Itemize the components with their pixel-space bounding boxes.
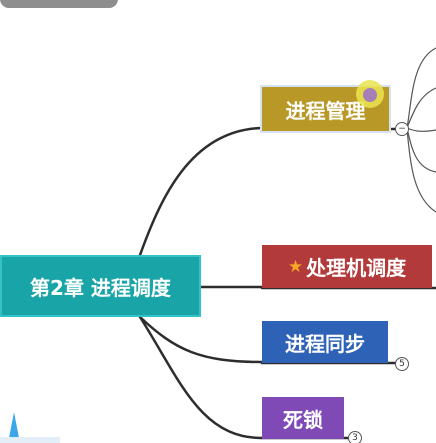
root-node[interactable]: 第2章 进程调度 [0,255,201,317]
subbranch-line-5 [406,127,436,213]
connector-to-sisuo [138,315,264,440]
subbranch-line-2 [406,87,436,129]
cursor-dot-icon [363,88,377,102]
branch-node-sisuo[interactable]: 死锁 [262,397,344,439]
horizontal-scrollbar[interactable] [0,437,60,443]
subbranch-line-4 [406,127,436,173]
branch-label: 死锁 [283,407,323,432]
subbranch-line-1 [406,47,436,129]
connector-to-tongbu [138,315,264,364]
branch-node-tongbu[interactable]: 进程同步 [262,321,388,363]
branch-label: 处理机调度 [306,256,407,280]
collapse-toggle-button[interactable]: − [395,122,409,136]
branch-label: 进程管理 [285,98,366,123]
spinner-icon [9,412,19,438]
collapsed-count-badge[interactable]: 3 [348,431,362,443]
collapsed-count-badge[interactable]: 5 [395,357,409,371]
floating-toolbar[interactable] [0,0,118,8]
cursor-highlight-icon [356,80,384,108]
star-icon: ★ [287,256,304,277]
branch-node-chuliji[interactable]: ★ 处理机调度 [262,245,432,288]
branch-label: 进程同步 [285,331,365,356]
root-node-label: 第2章 进程调度 [30,275,171,300]
branch-node-jincheng-guanli[interactable]: 进程管理 [260,85,391,133]
connector-to-jincheng-guanli [138,126,264,257]
subbranch-line-3 [406,127,436,132]
